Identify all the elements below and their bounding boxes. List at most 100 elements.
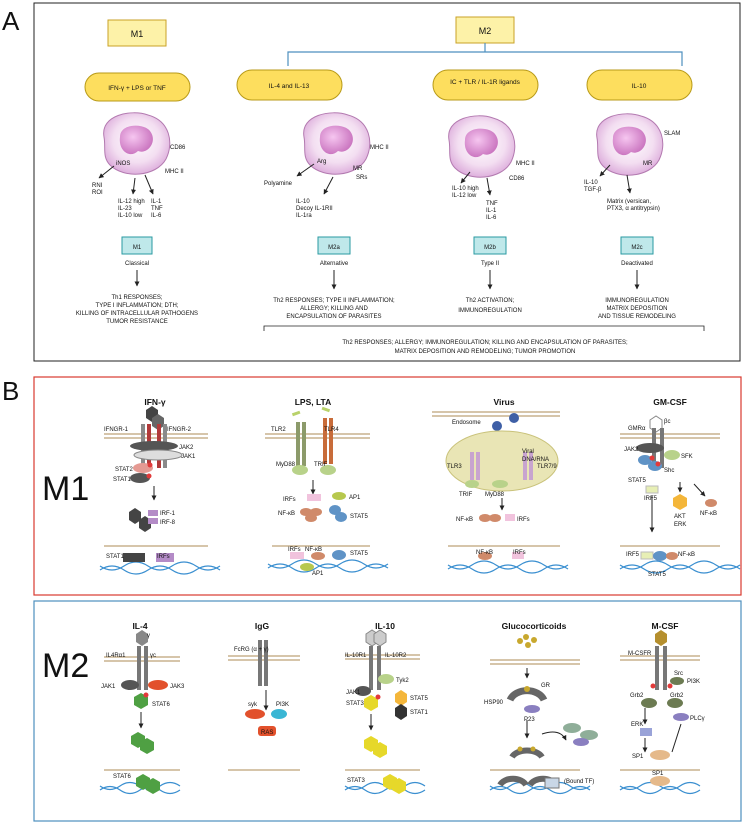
bound-tf-label: (Bound TF) <box>564 779 594 785</box>
m1-membranes <box>104 411 720 547</box>
n-sp1-label: SP1 <box>652 771 664 777</box>
gm-jak2-label: JAK2 <box>624 447 639 453</box>
p23-label: P23 <box>524 717 535 723</box>
mcsf-pathway: M-CSFR Src Grb2 Grb2 PI3K PLCγ ERK SP1 S… <box>628 630 705 786</box>
gm-n-irf5: IRF5 <box>626 552 640 558</box>
title-lps: LPS, LTA <box>295 397 332 407</box>
panel-b-letter: B <box>2 376 19 406</box>
cell3-left-1: IL-12 low <box>452 193 477 199</box>
gm-irf5-label: IRF5 <box>644 496 658 502</box>
plcg-label: PLCγ <box>690 716 705 722</box>
fcrg-label: FcRG (α + γ) <box>234 647 269 653</box>
cell1-labels: CD86 MHC II iNOS RNI ROI IL-12 high IL-2… <box>92 145 186 219</box>
cell1-mid-2: IL-10 low <box>118 213 143 219</box>
subtype-m2b-box: M2b <box>484 245 496 251</box>
cell1-right-2: IL-6 <box>151 213 162 219</box>
lps-n-nfkb: NF-κB <box>305 547 322 553</box>
marker-cd86: CD86 <box>170 145 186 151</box>
cell3-mid-2: IL-6 <box>486 215 497 221</box>
shc-label: Shc <box>664 468 674 474</box>
viral-label: Viral <box>522 449 534 455</box>
cell4-left-0: IL-10 <box>584 180 598 186</box>
cell3-left-0: IL-10 high <box>452 186 479 192</box>
jak3-label: JAK3 <box>170 684 185 690</box>
il10-n-stat3: STAT3 <box>347 778 365 784</box>
il10-stat3-label: STAT3 <box>346 701 364 707</box>
tyk2-label: Tyk2 <box>396 678 409 684</box>
m2a-outcome-2: ENCAPSULATION OF PARASITES <box>286 314 381 320</box>
erk-label: ERK <box>674 522 686 528</box>
summary-bracket <box>263 325 705 331</box>
lps-ap1-label: AP1 <box>349 495 361 501</box>
m2a-outcome-1: ALLERGY; KILLING AND <box>300 306 368 312</box>
ifng-pathway: IFNGR-1 IFNGR-2 JAK2 JAK1 STAT2 STAT1 IR… <box>104 406 196 562</box>
cell3-mid-1: IL-1 <box>486 208 497 214</box>
lps-stat5-label: STAT5 <box>350 514 368 520</box>
m2b-outcome-1: IMMUNOREGULATION <box>458 308 522 314</box>
mcsf-pi3k-label: PI3K <box>687 679 700 685</box>
cell1-right-1: TNF <box>151 206 163 212</box>
gmra-label: GMRα <box>628 426 646 432</box>
jak2-label: JAK2 <box>179 445 194 451</box>
subtype-m2b-type: Type II <box>481 261 499 267</box>
virus-pathway: Endosome Viral DNA/RNA TLR3 TLR7/9 TRIF … <box>445 413 559 560</box>
cell4-left-1: TGF-β <box>584 187 602 193</box>
grb2b-label: Grb2 <box>670 693 684 699</box>
gmcsf-pathway: GMRα βc JAK2 SFK Shc STAT5 IRF5 AKT ERK … <box>624 415 717 578</box>
marker-cd86-c: CD86 <box>509 176 525 182</box>
glucocorticoid-pathway: GR HSP90 P23 (Bound TF) <box>484 634 598 789</box>
cell2-labels: MHC II Arg MR SRs Polyamine IL-10 Decoy … <box>264 145 389 219</box>
hsp90-label: HSP90 <box>484 700 504 706</box>
marker-mr: MR <box>353 166 363 172</box>
m1-outcome-3: TUMOR RESISTANCE <box>106 319 168 325</box>
virus-nfkb-label: NF-κB <box>456 517 473 523</box>
syk-label: syk <box>248 702 258 708</box>
subtype-m2c-type: Deactivated <box>621 261 653 267</box>
ras-label: RAS <box>261 730 273 736</box>
myd88-label: MyD88 <box>276 462 296 468</box>
title-gmcsf: GM-CSF <box>653 397 687 407</box>
m1-outcome-0: Th1 RESPONSES; <box>111 295 162 301</box>
title-il10: IL-10 <box>375 621 395 631</box>
grb2a-label: Grb2 <box>630 693 644 699</box>
il4-gamma-label: γ <box>147 633 150 639</box>
title-igg: IgG <box>255 621 270 631</box>
m1-outcome-1: TYPE I INFLAMMATION; DTH; <box>96 303 179 309</box>
panel-a-frame <box>33 2 741 362</box>
n-stat6-label: STAT6 <box>113 774 131 780</box>
sfk-label: SFK <box>681 454 693 460</box>
trif-label: TRIF <box>314 462 328 468</box>
m1-header-box <box>107 19 167 47</box>
virus-myd88-label: MyD88 <box>485 492 505 498</box>
lps-n-stat5: STAT5 <box>350 551 368 557</box>
cell3-mid-0: TNF <box>486 201 498 207</box>
m1-dna-strands <box>99 559 741 575</box>
cell4-mid-1: PTX3, α antitrypsin) <box>607 206 660 212</box>
virus-n-nfkb: NF-κB <box>476 550 493 556</box>
summary-line-1: MATRIX DEPOSITION AND REMODELING; TUMOR … <box>395 349 576 355</box>
il10-jak1-label: JAK1 <box>346 690 361 696</box>
gr-label: GR <box>541 683 551 689</box>
title-il4: IL-4 <box>132 621 147 631</box>
marker-slam: SLAM <box>664 131 680 137</box>
virus-irfs-label: IRFs <box>517 517 530 523</box>
marker-mr-d: MR <box>643 161 653 167</box>
jak1-label: JAK1 <box>181 454 196 460</box>
bc-label: βc <box>664 419 670 425</box>
outcomes: Th1 RESPONSES; TYPE I INFLAMMATION; DTH;… <box>76 295 676 325</box>
nuc-stat1-label: STAT1 <box>106 554 124 560</box>
cell1-mid-0: IL-12 high <box>118 199 145 205</box>
lps-pathway: TLR2 TLR4 MyD88 TRIF IRFs AP1 NF-κB STAT… <box>271 406 368 577</box>
m1-header: M1 <box>131 29 144 39</box>
m1-pathway-label: M1 <box>42 470 89 508</box>
cell1-mid-1: IL-23 <box>118 206 132 212</box>
lps-irfs-label: IRFs <box>283 497 296 503</box>
il10-pathway: IL-10R1 IL-10R2 JAK1 Tyk2 STAT3 STAT5 ST… <box>345 629 428 794</box>
m2-header: M2 <box>479 26 492 36</box>
m2c-outcome-1: MATRIX DEPOSITION <box>607 306 668 312</box>
il10-stat5-label: STAT5 <box>410 696 428 702</box>
cell1-left-0: RNI <box>92 183 103 189</box>
marker-mhc2-b: MHC II <box>370 145 389 151</box>
marker-arg: Arg <box>317 159 326 165</box>
cell3-labels: MHC II CD86 IL-10 high IL-12 low TNF IL-… <box>452 161 535 221</box>
